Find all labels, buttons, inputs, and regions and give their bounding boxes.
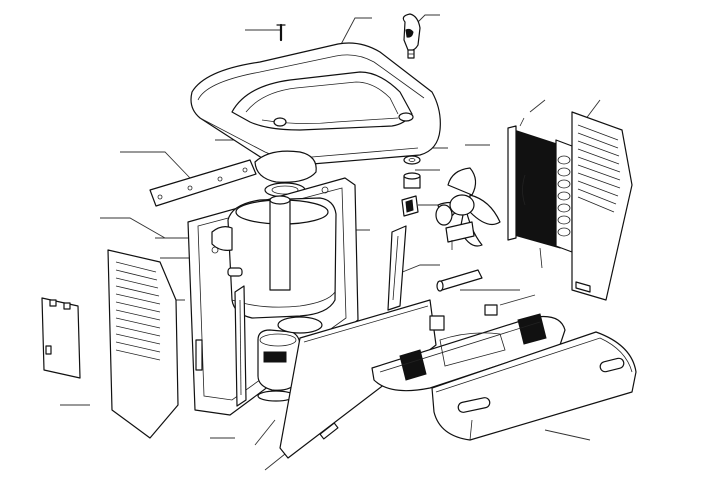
louver-panel-left: [107, 249, 179, 439]
screw-icon: [276, 23, 286, 42]
tank-icon: [211, 195, 337, 319]
rod-icon: [436, 269, 483, 292]
louver-panel-right: [571, 111, 633, 301]
faucet-icon: [402, 13, 421, 59]
compressor-icon: [257, 316, 326, 402]
washer-icon: [401, 155, 421, 217]
tray-cover-icon: [431, 331, 637, 441]
rear-small-panel: [41, 297, 81, 379]
condenser-icon: [507, 117, 573, 269]
cover-icon: [190, 42, 441, 167]
support-icon: [387, 225, 407, 311]
strut-icon: [234, 285, 247, 407]
fan-icon: [435, 167, 501, 250]
front-panel: [279, 299, 437, 459]
bracket-icon: [149, 159, 257, 207]
tray-icon: [371, 304, 566, 392]
